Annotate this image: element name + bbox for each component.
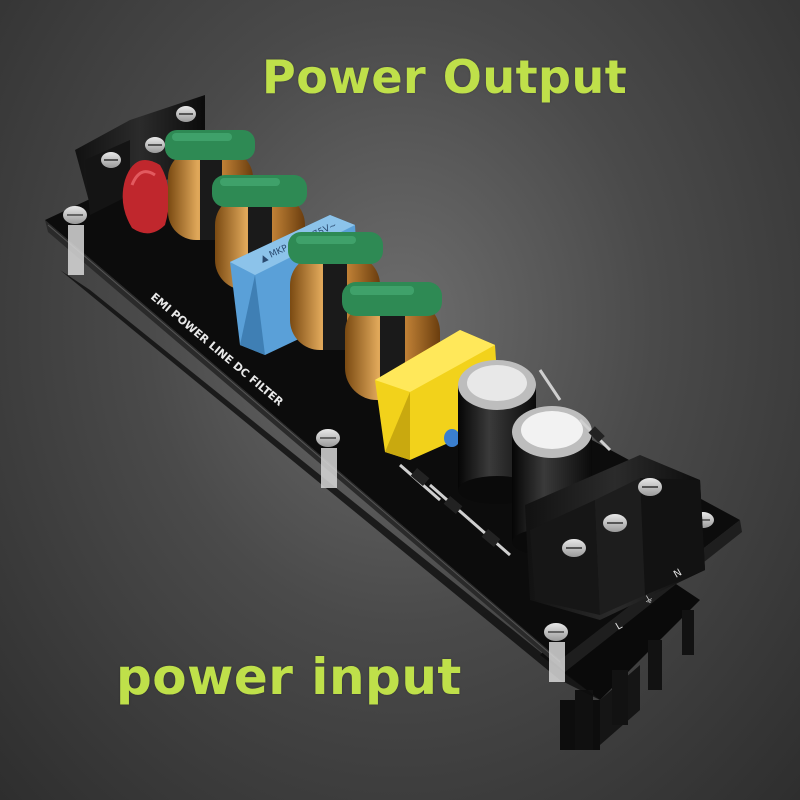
standoff (549, 642, 565, 682)
standoff (321, 448, 337, 488)
terminal-screw (603, 514, 627, 532)
screw (316, 429, 340, 447)
terminal-screw (562, 539, 586, 557)
diode-bodies (410, 426, 605, 547)
terminal-screw (638, 478, 662, 496)
board-screws (63, 206, 714, 682)
terminal-screw (101, 152, 121, 168)
screw (544, 623, 568, 641)
terminal-label-l: L (614, 620, 625, 633)
red-capacitor (122, 160, 169, 234)
power-input-caption: power input (116, 648, 462, 706)
input-terminal-block: L ⏚ N (525, 455, 705, 633)
power-output-caption: Power Output (262, 50, 628, 104)
standoff (68, 225, 84, 275)
screw (63, 206, 87, 224)
terminal-screw (145, 137, 165, 153)
small-blue-capacitor (444, 429, 460, 447)
inductor-3 (288, 232, 383, 350)
terminal-screw (176, 106, 196, 122)
terminal-label-n: N (672, 567, 684, 580)
